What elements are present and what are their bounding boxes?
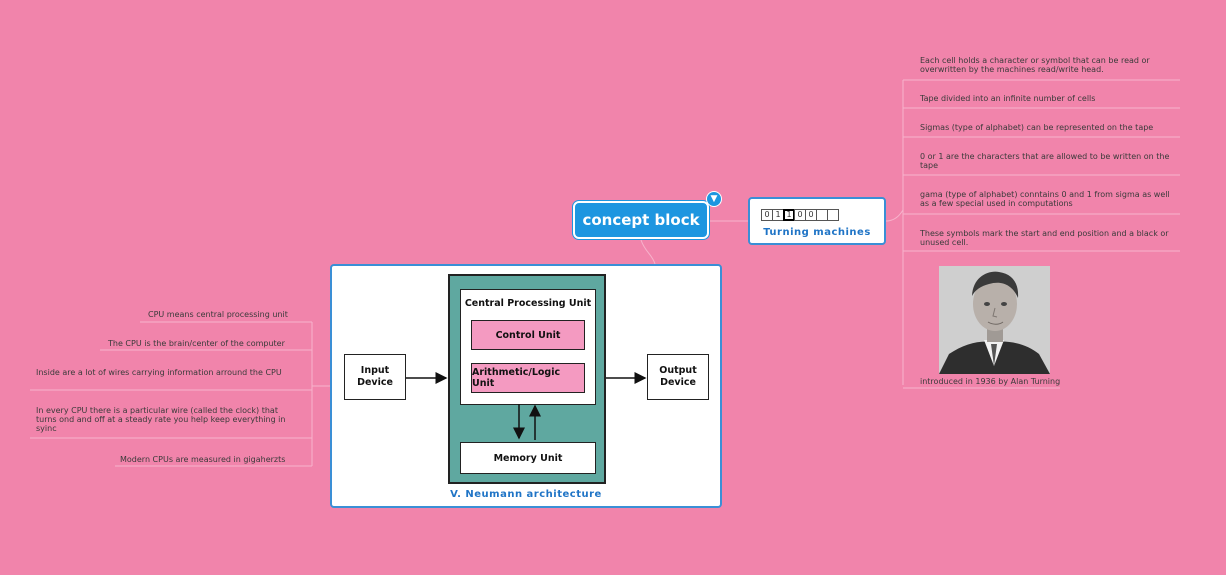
cpu-box: Central Processing Unit Control Unit Ari… bbox=[460, 289, 596, 405]
turing-note[interactable]: gama (type of alphabet) conntains 0 and … bbox=[920, 190, 1170, 208]
computer-box: Central Processing Unit Control Unit Ari… bbox=[448, 274, 606, 484]
tape-cell bbox=[827, 209, 839, 221]
memory-unit-box: Memory Unit bbox=[460, 442, 596, 474]
cpu-note[interactable]: The CPU is the brain/center of the compu… bbox=[108, 339, 285, 348]
central-topic[interactable]: concept block bbox=[573, 201, 709, 239]
cpu-note[interactable]: CPU means central processing unit bbox=[148, 310, 288, 319]
cpu-note[interactable]: Modern CPUs are measured in gigaherzts bbox=[120, 455, 286, 464]
turing-title: Turning machines bbox=[763, 227, 871, 238]
tape-icon: 0 1 1 0 0 bbox=[761, 209, 839, 221]
alu-box: Arithmetic/Logic Unit bbox=[471, 363, 585, 393]
central-topic-label: concept block bbox=[582, 211, 700, 229]
alan-turing-photo bbox=[939, 266, 1050, 374]
photo-caption[interactable]: introduced in 1936 by Alan Turning bbox=[920, 377, 1061, 386]
output-device-box: Output Device bbox=[647, 354, 709, 400]
architecture-arrows bbox=[406, 372, 647, 440]
turing-machines-node[interactable]: 0 1 1 0 0 Turning machines bbox=[748, 197, 886, 245]
chevron-down-icon[interactable]: ▼ bbox=[706, 191, 722, 207]
cpu-label: Central Processing Unit bbox=[464, 298, 592, 309]
cpu-note[interactable]: In every CPU there is a particular wire … bbox=[36, 406, 286, 433]
input-device-box: Input Device bbox=[344, 354, 406, 400]
turing-note[interactable]: These symbols mark the start and end pos… bbox=[920, 229, 1169, 247]
control-unit-box: Control Unit bbox=[471, 320, 585, 350]
turing-note[interactable]: 0 or 1 are the characters that are allow… bbox=[920, 152, 1170, 170]
neumann-title: V. Neumann architecture bbox=[450, 489, 602, 500]
cpu-note[interactable]: Inside are a lot of wires carrying infor… bbox=[36, 368, 282, 377]
turing-note[interactable]: Each cell holds a character or symbol th… bbox=[920, 56, 1150, 74]
turing-note[interactable]: Tape divided into an infinite number of … bbox=[920, 94, 1096, 103]
neumann-architecture-node[interactable]: Input Device Output Device Central Proce… bbox=[330, 264, 722, 508]
turing-note[interactable]: Sigmas (type of alphabet) can be represe… bbox=[920, 123, 1154, 132]
